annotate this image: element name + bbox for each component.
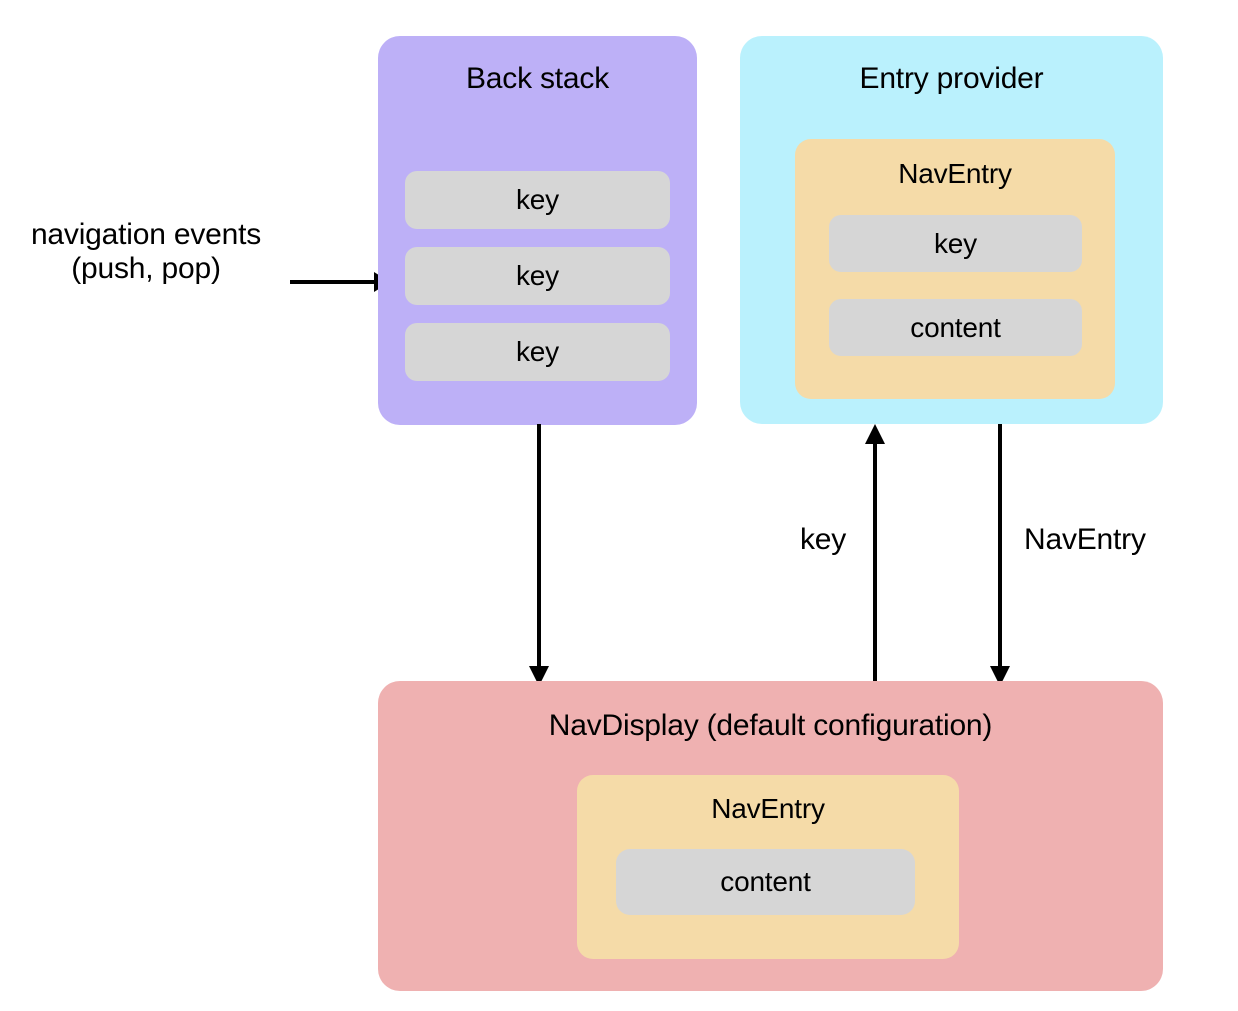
back-stack-title: Back stack [465,62,610,95]
nav-display-to-entry-provider-arrow [865,424,885,686]
entry-provider-nav-entry-node[interactable]: NavEntry key content [795,139,1115,399]
back-stack-key-pill[interactable]: key [405,247,670,305]
navigation-events-arrow [290,272,390,292]
edge-label-key: key [800,523,847,556]
nav-display-nav-entry-node[interactable]: NavEntry content [577,775,959,959]
entry-provider-to-nav-display-arrow [990,424,1010,686]
nav-display-nav-entry-title: NavEntry [711,793,825,824]
entry-provider-title: Entry provider [859,62,1044,95]
navigation-events-label-line-1: navigation events [30,218,262,251]
entry-provider-content-pill[interactable]: content [829,299,1082,356]
back-stack-key-pill[interactable]: key [405,171,670,229]
edge-label-nav-entry: NavEntry [1024,523,1146,556]
nav-display-content-pill[interactable]: content [616,849,915,915]
nav-display-title: NavDisplay (default configuration) [548,709,993,742]
entry-provider-node[interactable]: Entry provider NavEntry key content [740,36,1163,424]
back-stack-to-nav-display-arrow [529,424,549,686]
navigation-events-label-line-2: (push, pop) [71,252,221,285]
entry-provider-key-pill[interactable]: key [829,215,1082,272]
nav-display-node[interactable]: NavDisplay (default configuration) NavEn… [378,681,1163,991]
entry-provider-nav-entry-title: NavEntry [898,158,1012,189]
back-stack-key-pill[interactable]: key [405,323,670,381]
back-stack-node[interactable]: Back stack key key key [378,36,697,425]
navigation-events-label: navigation events (push, pop) [8,218,284,286]
